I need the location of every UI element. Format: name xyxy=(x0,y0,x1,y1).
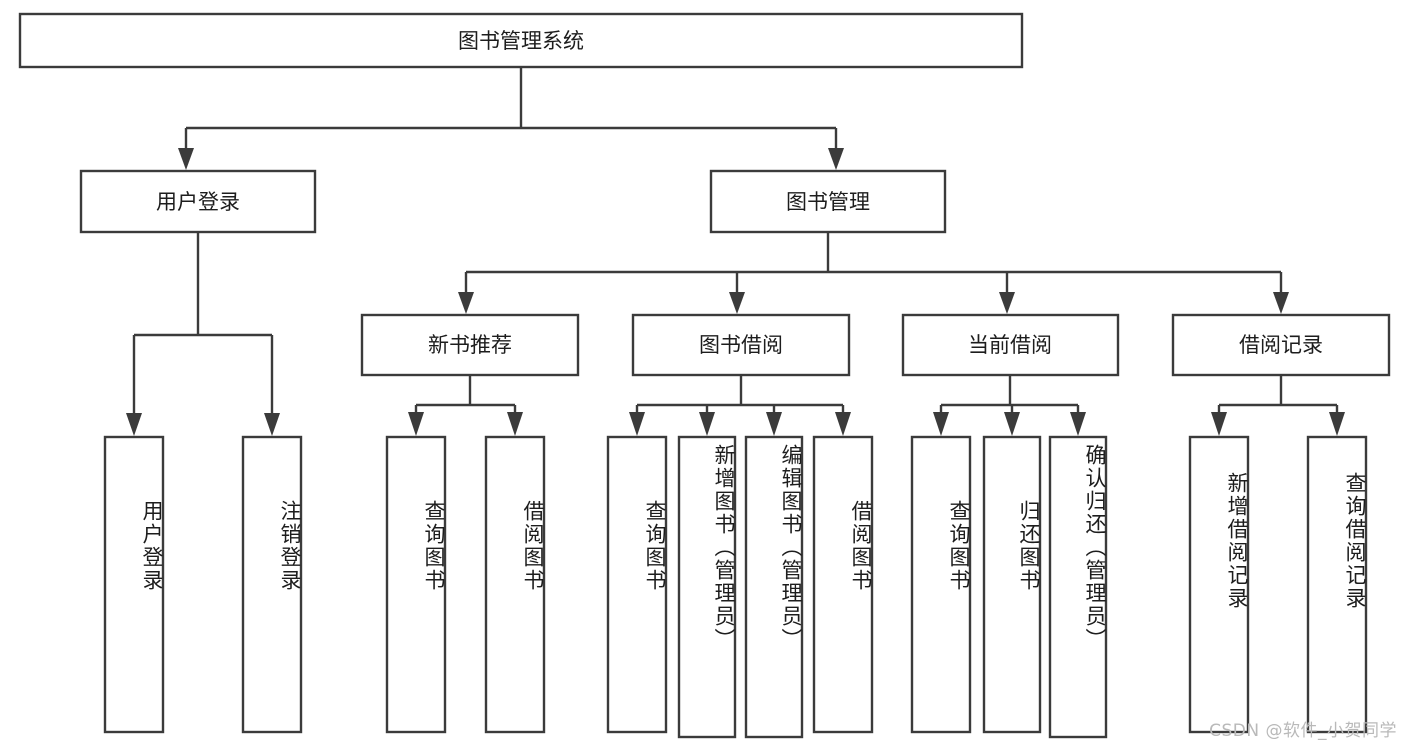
node-borrow-records[interactable]: 借阅记录 xyxy=(1171,313,1391,377)
node-current-borrow-label: 当前借阅 xyxy=(968,333,1052,357)
node-new-book-recommend[interactable]: 新书推荐 xyxy=(360,313,580,377)
node-book-borrow[interactable]: 图书借阅 xyxy=(631,313,851,377)
connector-new-book-recommend-to-leaves xyxy=(408,375,523,436)
node-book-borrow-label: 图书借阅 xyxy=(699,333,783,357)
leaf-box-query-books-1[interactable] xyxy=(385,435,447,734)
node-new-book-recommend-label: 新书推荐 xyxy=(428,333,512,357)
connector-root-to-level2 xyxy=(178,67,844,170)
node-user-login-box[interactable] xyxy=(79,169,317,234)
connector-current-borrow-to-leaves xyxy=(933,375,1086,436)
node-user-login[interactable]: 用户登录 xyxy=(79,169,317,234)
connector-borrow-records-to-leaves xyxy=(1211,375,1345,436)
node-root[interactable]: 图书管理系统 xyxy=(18,12,1024,69)
connector-book-borrow-to-leaves xyxy=(629,375,851,436)
node-book-management-label: 图书管理 xyxy=(786,190,870,214)
csdn-watermark: CSDN @软件_小贺同学 xyxy=(1209,721,1397,741)
node-current-borrow-box[interactable] xyxy=(901,313,1120,377)
connector-book-management-to-level3 xyxy=(458,232,1289,314)
leaf-box-query-books-3[interactable] xyxy=(910,435,972,734)
leaf-box-borrow-books-1[interactable] xyxy=(484,435,546,734)
leaf-box-return-books[interactable] xyxy=(982,435,1042,734)
leaf-box-borrow-books-2[interactable] xyxy=(812,435,874,734)
leaf-box-query-books-2[interactable] xyxy=(606,435,668,734)
leaf-box-add-borrow-record[interactable] xyxy=(1188,435,1250,734)
node-current-borrow[interactable]: 当前借阅 xyxy=(901,313,1120,377)
connector-user-login-to-leaves xyxy=(126,232,280,436)
node-user-login-label: 用户登录 xyxy=(156,190,240,214)
node-borrow-records-label: 借阅记录 xyxy=(1239,333,1323,357)
node-new-book-recommend-box[interactable] xyxy=(360,313,580,377)
leaf-box-edit-book-admin[interactable] xyxy=(744,435,804,739)
node-book-management[interactable]: 图书管理 xyxy=(709,169,947,234)
leaf-box-user-login[interactable] xyxy=(103,435,165,734)
leaf-box-query-borrow-record[interactable] xyxy=(1306,435,1368,734)
leaf-box-logout[interactable] xyxy=(241,435,303,734)
leaf-box-confirm-return-admin[interactable] xyxy=(1048,435,1108,739)
leaf-box-add-book-admin[interactable] xyxy=(677,435,737,739)
node-root-label: 图书管理系统 xyxy=(458,29,584,53)
node-root-box[interactable] xyxy=(18,12,1024,69)
